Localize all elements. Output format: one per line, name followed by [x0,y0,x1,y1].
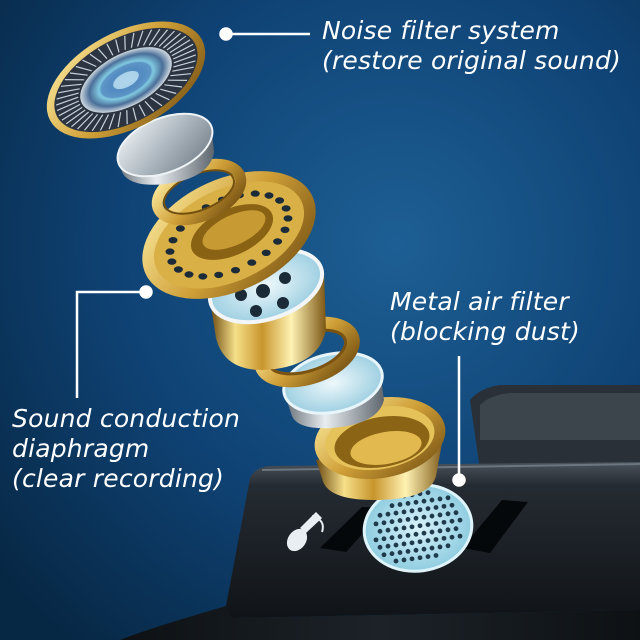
sound-conduction-subtitle: (clear recording) [12,464,225,493]
sound-conduction-label: Sound conduction diaphragm (clear record… [12,404,240,494]
callout-lines [75,27,466,487]
noise-filter-title: Noise filter system [322,16,560,45]
metal-air-filter-title: Metal air filter [390,287,569,316]
noise-filter-pointer [219,27,233,41]
sound-conduction-title: Sound conduction [12,404,241,433]
noise-filter-disc [46,21,206,139]
microphone-icon [286,512,324,552]
sound-conduction-title-2: diaphragm [12,434,150,463]
silver-puck [116,112,214,185]
noise-filter-subtitle: (restore original sound) [322,46,621,75]
air-filter-pointer [452,473,466,487]
gold-cylinder [207,247,326,370]
metal-air-filter-label: Metal air filter (blocking dust) [390,287,580,347]
metal-air-filter-subtitle: (blocking dust) [390,317,580,346]
noise-filter-label: Noise filter system (restore original so… [322,16,621,76]
diaphragm-pointer [139,285,153,299]
silver-disc [282,351,384,429]
sound-conduction-diaphragm [142,171,316,299]
